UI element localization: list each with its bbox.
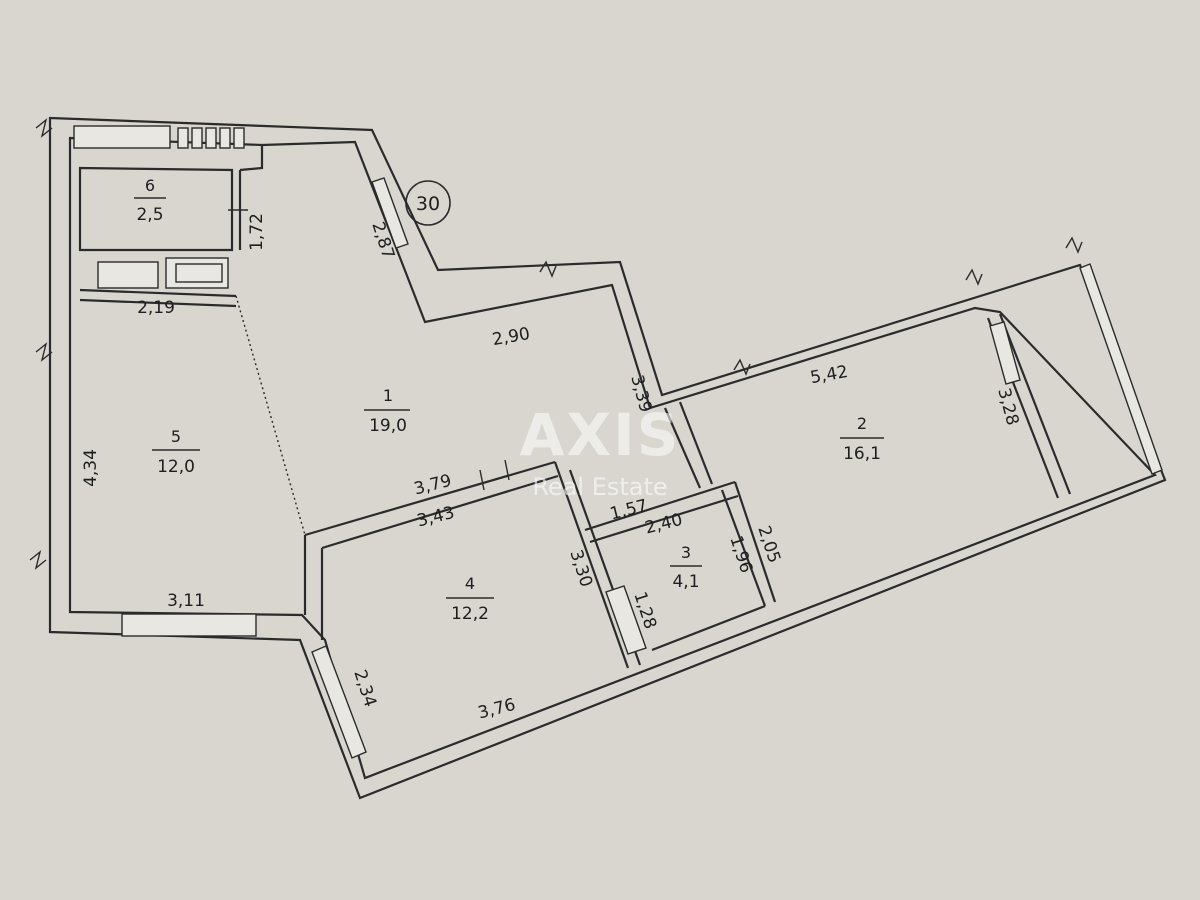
wall-break-far-right [1065, 236, 1083, 254]
watermark: AXIS Real Estate [520, 401, 681, 501]
dim-3-28: 3,28 [993, 386, 1022, 428]
wall-room-4-right [553, 461, 630, 669]
wall-break-top-right [965, 268, 983, 286]
wall-break-top-mid [539, 260, 557, 278]
room-2-number: 2 [857, 414, 867, 433]
radiator-4 [219, 127, 231, 149]
wall-room-4-top [304, 460, 556, 537]
dim-3-76: 3,76 [476, 695, 518, 724]
wall-break-corridor [733, 358, 751, 376]
radiator-2 [191, 127, 203, 149]
fixtures [73, 125, 1163, 759]
wall-room-3-bottom [651, 604, 766, 652]
shower-fixture [605, 585, 647, 655]
wall-room-4-top-inner [321, 474, 559, 550]
dim-5-42: 5,42 [809, 362, 850, 388]
room-5-area: 12,0 [157, 457, 195, 477]
room-3-number: 3 [681, 543, 691, 562]
dim-2-34: 2,34 [349, 667, 380, 709]
wall-break-left-mid [35, 342, 53, 362]
wall-balcony-left-b [998, 313, 1072, 495]
wall-room-3-right-inner [720, 489, 767, 607]
door-tick-2 [479, 469, 485, 491]
room-2-area: 16,1 [843, 444, 881, 464]
window-balcony [1079, 263, 1163, 475]
watermark-brand: AXIS [520, 401, 681, 469]
watermark-tagline: Real Estate [532, 473, 667, 501]
wall-corridor-right [663, 407, 702, 489]
window-top-left [73, 125, 171, 149]
plan-marker: 30 [405, 180, 451, 226]
room-5-number: 5 [171, 427, 181, 446]
wall-room-3-top-inner [589, 494, 739, 544]
wall-room-6 [78, 166, 234, 252]
dim-4-34: 4,34 [81, 449, 101, 487]
wall-break-left-low [29, 550, 47, 570]
window-room-4-left [311, 645, 367, 759]
wall-room-3-right [733, 481, 777, 603]
marker-label: 30 [416, 193, 440, 215]
wall-break-top-left [35, 118, 53, 138]
radiator-5 [233, 127, 245, 149]
radiator-3 [205, 127, 217, 149]
room-1-number: 1 [383, 386, 393, 405]
dim-2-19: 2,19 [137, 298, 175, 318]
dim-3-30: 3,30 [565, 547, 596, 589]
bathtub-fixture-a [97, 261, 159, 289]
dim-1-96: 1,96 [725, 533, 756, 575]
dim-1-72: 1,72 [247, 213, 267, 251]
room-1-area: 19,0 [369, 416, 407, 436]
wall-nook [239, 145, 264, 172]
dim-3-11: 3,11 [167, 591, 205, 611]
room-labels: 6 2,5 1 19,0 5 12,0 2 16,1 3 4,1 4 12,2 [134, 176, 884, 624]
window-room-1-top [371, 177, 409, 249]
room-4-number: 4 [465, 574, 475, 593]
internal-walls [78, 145, 1072, 669]
partition-room-5-room-1 [235, 295, 306, 536]
window-bottom-room-5 [121, 613, 257, 637]
room-6-area: 2,5 [136, 205, 163, 225]
window-room-2-right [989, 321, 1021, 385]
inner-wall-outline [68, 136, 1157, 780]
wall-room-5-top-b [79, 298, 237, 308]
wall-room-3-top [584, 480, 736, 532]
marker-circle [405, 180, 451, 226]
dim-2-05: 2,05 [753, 523, 784, 565]
door-tick-3 [504, 459, 510, 481]
room-4-area: 12,2 [451, 604, 489, 624]
dim-2-90: 2,90 [491, 324, 532, 350]
radiator-1 [177, 127, 189, 149]
bathtub-fixture-b-inner [175, 263, 223, 283]
outer-wall-outline [48, 116, 1167, 800]
room-3-area: 4,1 [672, 572, 699, 592]
outer-walls [29, 116, 1167, 800]
room-6-number: 6 [145, 176, 155, 195]
wall-room-5-top [79, 288, 237, 298]
dim-3-79: 3,79 [412, 471, 454, 500]
wall-corridor-right-b [678, 401, 714, 485]
dim-3-43: 3,43 [415, 503, 457, 532]
